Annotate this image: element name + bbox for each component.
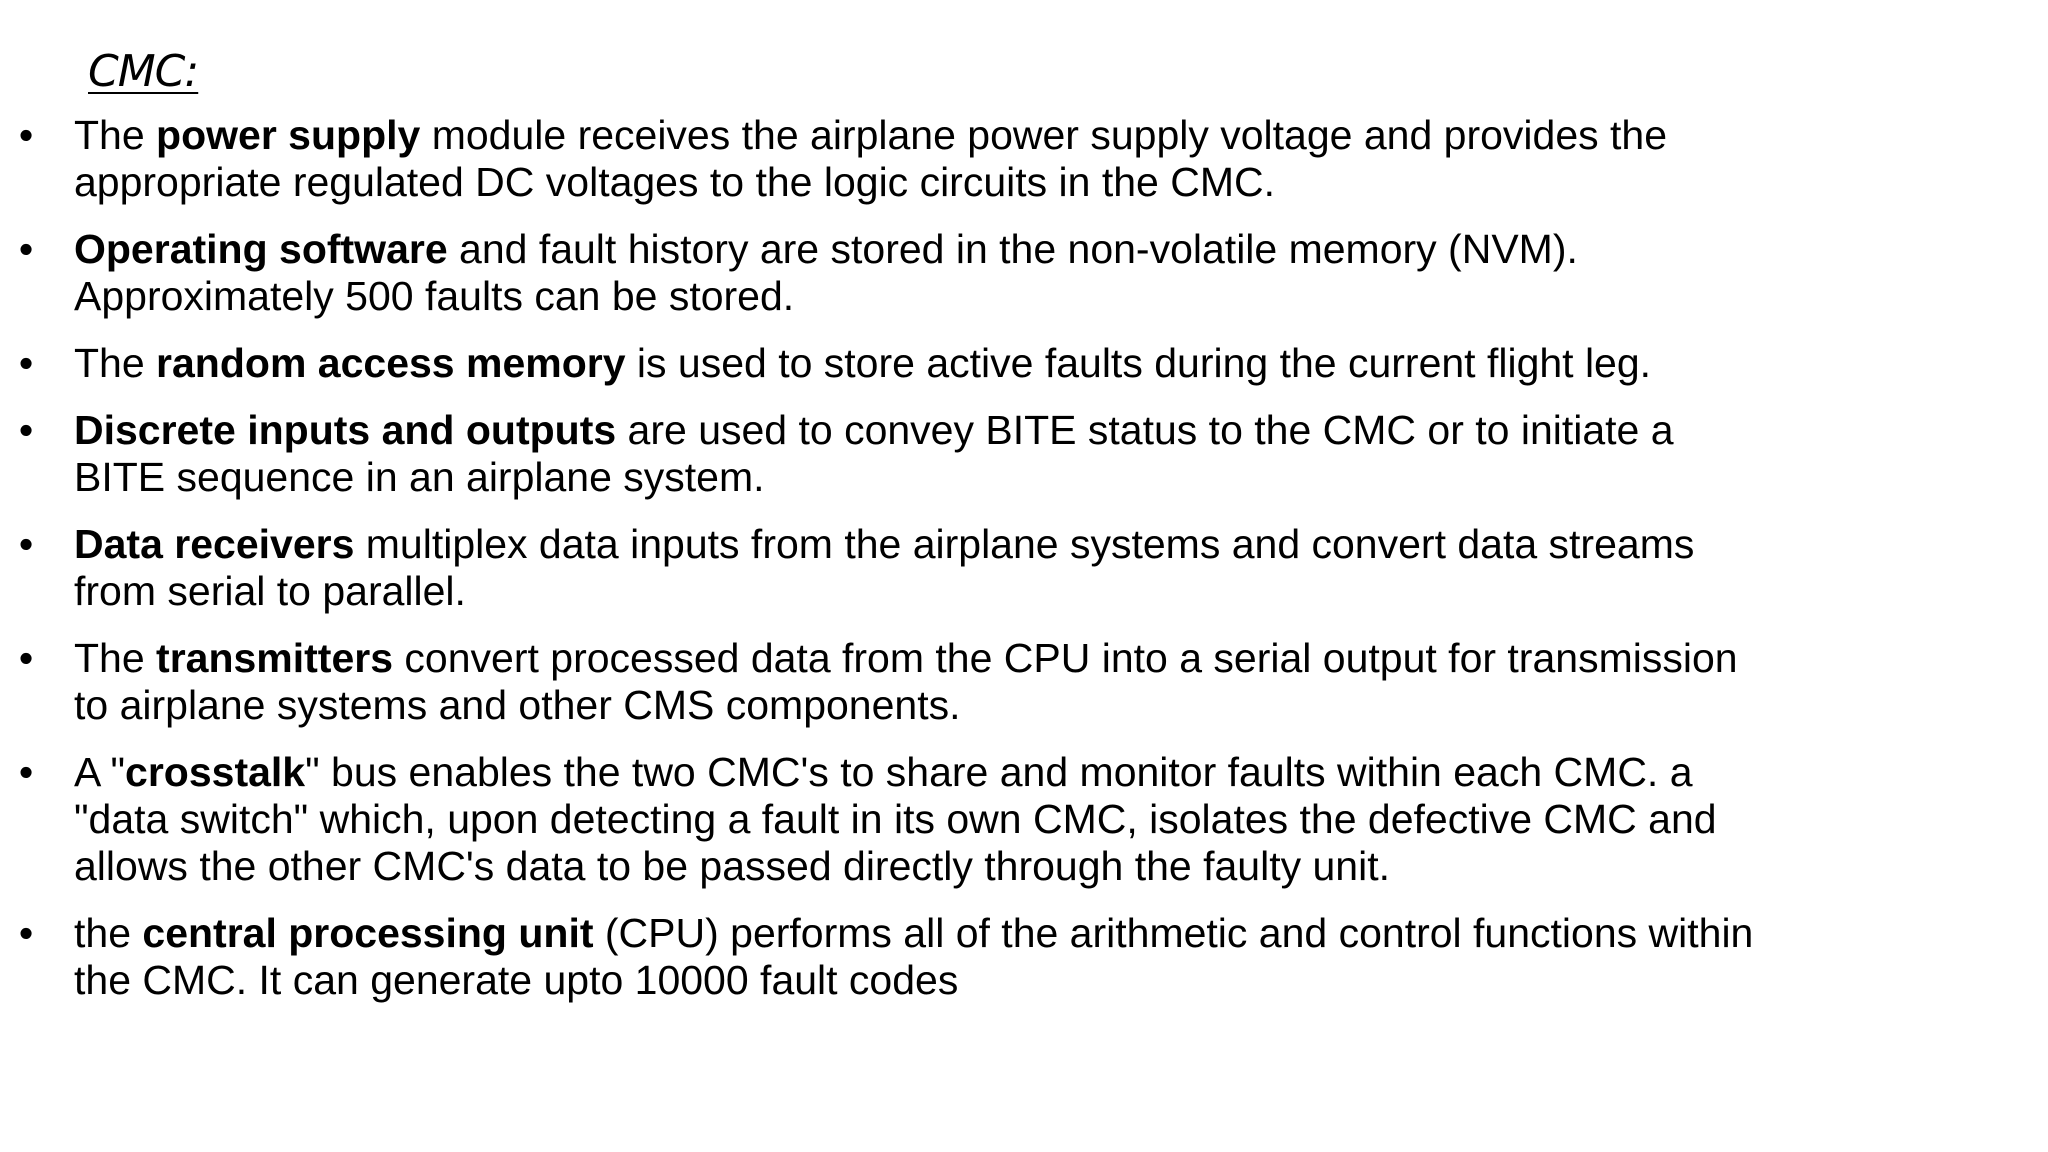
line-prefix-text: The — [74, 635, 157, 681]
bullet-item: • The power supply module receives the ai… — [0, 112, 1900, 206]
bullet-item: • Data receivers multiplex data inputs fr… — [0, 521, 1900, 615]
bullet-marker: • — [18, 521, 34, 567]
bold-term: transmitters — [156, 635, 394, 681]
bullet-line: allows the other CMC's data to be passed… — [74, 843, 1390, 889]
bullet-line: The random access memory is used to stor… — [74, 340, 1900, 387]
line-suffix-text: (CPU) performs all of the arithmetic and… — [593, 910, 1754, 956]
bullet-marker: • — [18, 749, 34, 795]
bullet-line: appropriate regulated DC voltages to the… — [74, 159, 1275, 205]
line-suffix-text: and fault history are stored in the non-… — [447, 226, 1578, 272]
line-prefix-text: The — [74, 112, 157, 158]
bullet-line: The transmitters convert processed data … — [74, 635, 1900, 682]
line-suffix-text: module receives the airplane power suppl… — [420, 112, 1668, 158]
line-prefix-text: the — [74, 910, 143, 956]
line-suffix-text: are used to convey BITE status to the CM… — [616, 407, 1674, 453]
bullet-line: "data switch" which, upon detecting a fa… — [74, 796, 1717, 842]
bullet-line: the central processing unit (CPU) perfor… — [74, 910, 1900, 957]
bullet-marker: • — [18, 407, 34, 453]
bullet-marker: • — [18, 635, 34, 681]
slide-title: CMC: — [88, 46, 199, 97]
line-suffix-text: multiplex data inputs from the airplane … — [354, 521, 1695, 567]
bullet-line: Approximately 500 faults can be stored. — [74, 273, 795, 319]
bullet-marker: • — [18, 340, 34, 386]
bullet-line: BITE sequence in an airplane system. — [74, 454, 765, 500]
bullet-line: the CMC. It can generate upto 10000 faul… — [74, 957, 959, 1003]
bold-term: central processing unit — [142, 910, 594, 956]
bullet-item: • A "crosstalk" bus enables the two CMC's… — [0, 749, 1900, 890]
bullet-line: to airplane systems and other CMS compon… — [74, 682, 961, 728]
bullet-item: • The transmitters convert processed data… — [0, 635, 1900, 729]
bullet-line: Discrete inputs and outputs are used to … — [74, 407, 1900, 454]
bold-term: Discrete inputs and outputs — [74, 407, 617, 453]
bold-term: crosstalk — [125, 749, 306, 795]
bullet-line: The power supply module receives the air… — [74, 112, 1900, 159]
bold-term: power supply — [156, 112, 421, 158]
line-suffix-text: " bus enables the two CMC's to share and… — [305, 749, 1693, 795]
bold-term: Operating software — [74, 226, 448, 272]
bullet-list: • The power supply module receives the ai… — [0, 112, 1900, 1024]
bullet-item: • The random access memory is used to sto… — [0, 340, 1900, 387]
line-prefix-text: The — [74, 340, 157, 386]
bullet-marker: • — [18, 910, 34, 956]
bullet-line: Operating software and fault history are… — [74, 226, 1900, 273]
bullet-marker: • — [18, 226, 34, 272]
bullet-item: • Operating software and fault history ar… — [0, 226, 1900, 320]
bullet-item: • Discrete inputs and outputs are used to… — [0, 407, 1900, 501]
bullet-line: A "crosstalk" bus enables the two CMC's … — [74, 749, 1900, 796]
line-suffix-text: is used to store active faults during th… — [625, 340, 1652, 386]
bullet-line: from serial to parallel. — [74, 568, 466, 614]
bold-term: Data receivers — [74, 521, 355, 567]
bullet-marker: • — [18, 112, 34, 158]
bullet-item: • the central processing unit (CPU) perfo… — [0, 910, 1900, 1004]
line-prefix-text: A " — [74, 749, 126, 795]
line-suffix-text: convert processed data from the CPU into… — [393, 635, 1738, 681]
bullet-line: Data receivers multiplex data inputs fro… — [74, 521, 1900, 568]
bold-term: random access memory — [156, 340, 626, 386]
